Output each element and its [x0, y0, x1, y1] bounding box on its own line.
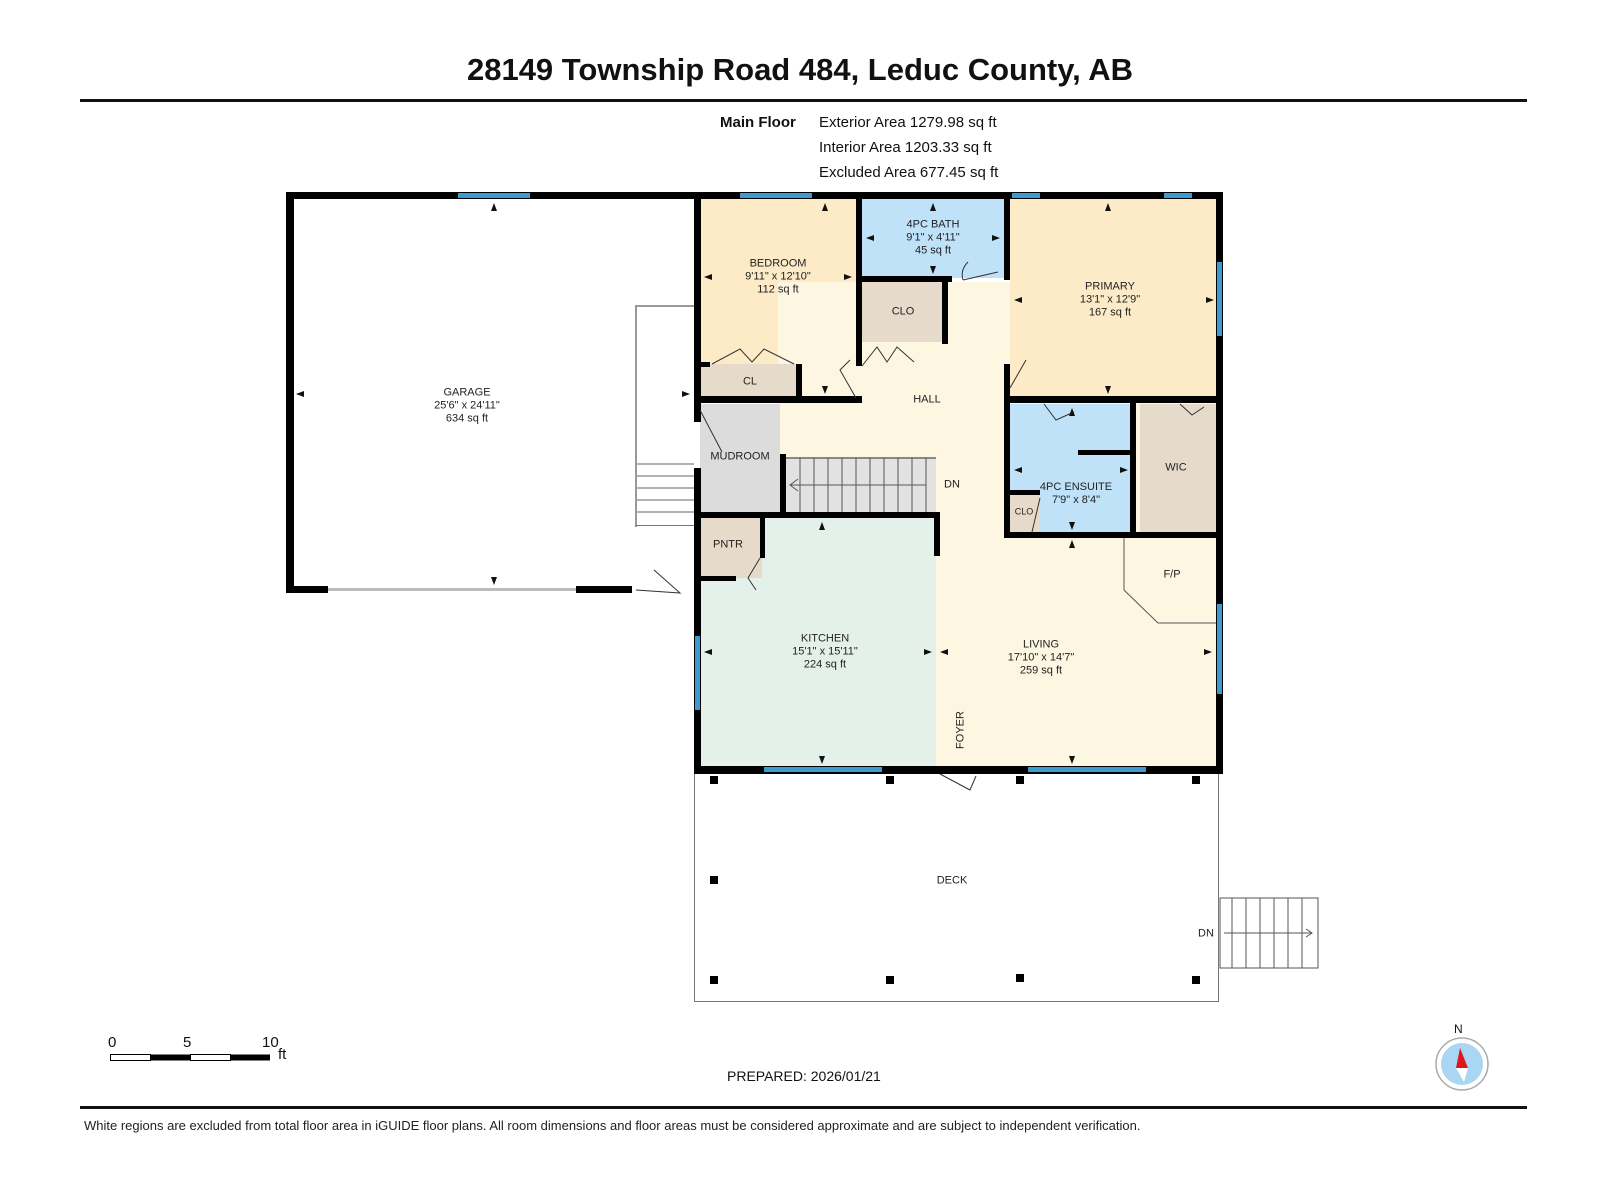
mudroom-label: MUDROOM — [710, 450, 770, 463]
window — [1217, 262, 1222, 336]
hall-label: HALL — [913, 393, 941, 406]
room-garage — [292, 198, 692, 590]
room-mudroom — [700, 404, 780, 512]
room-cl-bedroom — [700, 364, 800, 398]
garage-door — [328, 588, 576, 591]
deck-label: DECK — [936, 874, 968, 887]
foyer-label: FOYER — [954, 711, 967, 749]
interior-area: Interior Area 1203.33 sq ft — [819, 139, 992, 156]
window — [1164, 193, 1192, 198]
window — [695, 636, 700, 710]
exterior-area: Exterior Area 1279.98 sq ft — [819, 114, 997, 131]
window — [1028, 767, 1146, 772]
window — [764, 767, 882, 772]
floor-name: Main Floor — [720, 114, 796, 131]
room-wic — [1140, 404, 1218, 532]
pantry-label: PNTR — [713, 538, 743, 551]
footer-divider — [80, 1106, 1527, 1109]
room-primary — [1010, 198, 1218, 398]
deck-stairs-label: DN — [1198, 927, 1214, 940]
excluded-area: Excluded Area 677.45 sq ft — [819, 164, 999, 181]
fireplace-label: F/P — [1163, 568, 1181, 581]
wic-label: WIC — [1165, 461, 1187, 474]
window — [740, 193, 812, 198]
window — [1217, 604, 1222, 694]
deck-outline — [694, 774, 695, 1002]
room-clo-ensuite — [1010, 496, 1040, 532]
window — [1012, 193, 1040, 198]
header-divider — [80, 99, 1527, 102]
stairs-dn-label: DN — [944, 478, 960, 491]
room-bath — [862, 198, 1004, 278]
cl-bedroom-label: CL — [742, 375, 758, 388]
footer-disclaimer: White regions are excluded from total fl… — [84, 1118, 1141, 1133]
room-clo-hall — [862, 282, 946, 342]
window — [458, 193, 530, 198]
clo-hall-label: CLO — [891, 305, 915, 318]
room-pantry-top — [700, 518, 762, 578]
prepared-date: PREPARED: 2026/01/21 — [727, 1068, 881, 1084]
clo-ensuite-label: CLO — [1014, 506, 1034, 517]
page-title: 28149 Township Road 484, Leduc County, A… — [466, 52, 1134, 87]
